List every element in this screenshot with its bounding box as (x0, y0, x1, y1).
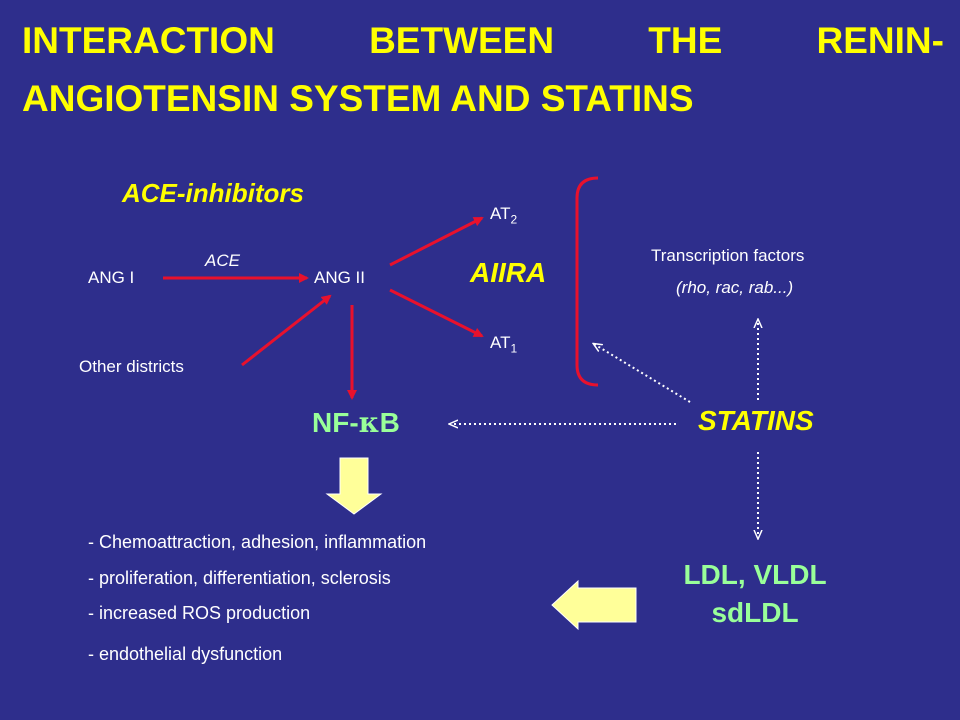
effect-item: - increased ROS production (88, 603, 311, 623)
ace-label: ACE (205, 251, 240, 270)
kappa-symbol: κ (358, 406, 380, 439)
transcription-factors-examples: (rho, rac, rab...) (676, 278, 794, 297)
transcription-factors-label: Transcription factors (651, 246, 805, 265)
nfkb-suffix: B (379, 407, 400, 438)
title-word: BETWEEN (369, 20, 555, 61)
at1-subscript: 1 (510, 341, 518, 356)
nfkb-label: NF-κB (312, 406, 400, 439)
other-districts-label: Other districts (79, 357, 184, 376)
effect-item: - proliferation, differentiation, sclero… (88, 568, 391, 588)
title-line-1: INTERACTION BETWEEN THE RENIN- (22, 12, 944, 70)
ldl-line-2: sdLDL (711, 597, 799, 628)
ang2-label: ANG II (314, 268, 366, 287)
title-line-2: ANGIOTENSIN SYSTEM AND STATINS (22, 78, 694, 119)
arrow-ang2-to-at1 (389, 288, 484, 338)
title-word: THE (648, 20, 723, 61)
block-arrow-left (551, 579, 637, 631)
arrow-ang2-to-at2 (389, 216, 484, 267)
dotted-statins-to-bracket (594, 344, 691, 403)
at2-text: AT (490, 204, 511, 223)
nfkb-prefix: NF- (312, 407, 359, 438)
ldl-line-1: LDL, VLDL (683, 559, 827, 590)
ace-inhibitors-label: ACE-inhibitors (122, 178, 304, 208)
aiira-label: AIIRA (470, 257, 547, 288)
block-arrow-down (325, 457, 383, 515)
slide-title: INTERACTION BETWEEN THE RENIN- ANGIOTENS… (22, 12, 944, 128)
effect-item: - Chemoattraction, adhesion, inflammatio… (88, 532, 427, 552)
arrow-other-to-ang2 (241, 294, 332, 367)
statins-label: STATINS (698, 405, 814, 436)
title-word: INTERACTION (22, 20, 275, 61)
title-word: RENIN- (816, 20, 944, 61)
ang1-label: ANG I (88, 268, 135, 287)
receptor-bracket (575, 176, 599, 387)
effect-item: - endothelial dysfunction (88, 644, 283, 664)
at1-label: AT1 (490, 333, 517, 355)
at2-label: AT2 (490, 204, 517, 226)
at2-subscript: 2 (510, 212, 518, 227)
ldl-label: LDL, VLDL sdLDL (660, 556, 850, 632)
at1-text: AT (490, 333, 511, 352)
